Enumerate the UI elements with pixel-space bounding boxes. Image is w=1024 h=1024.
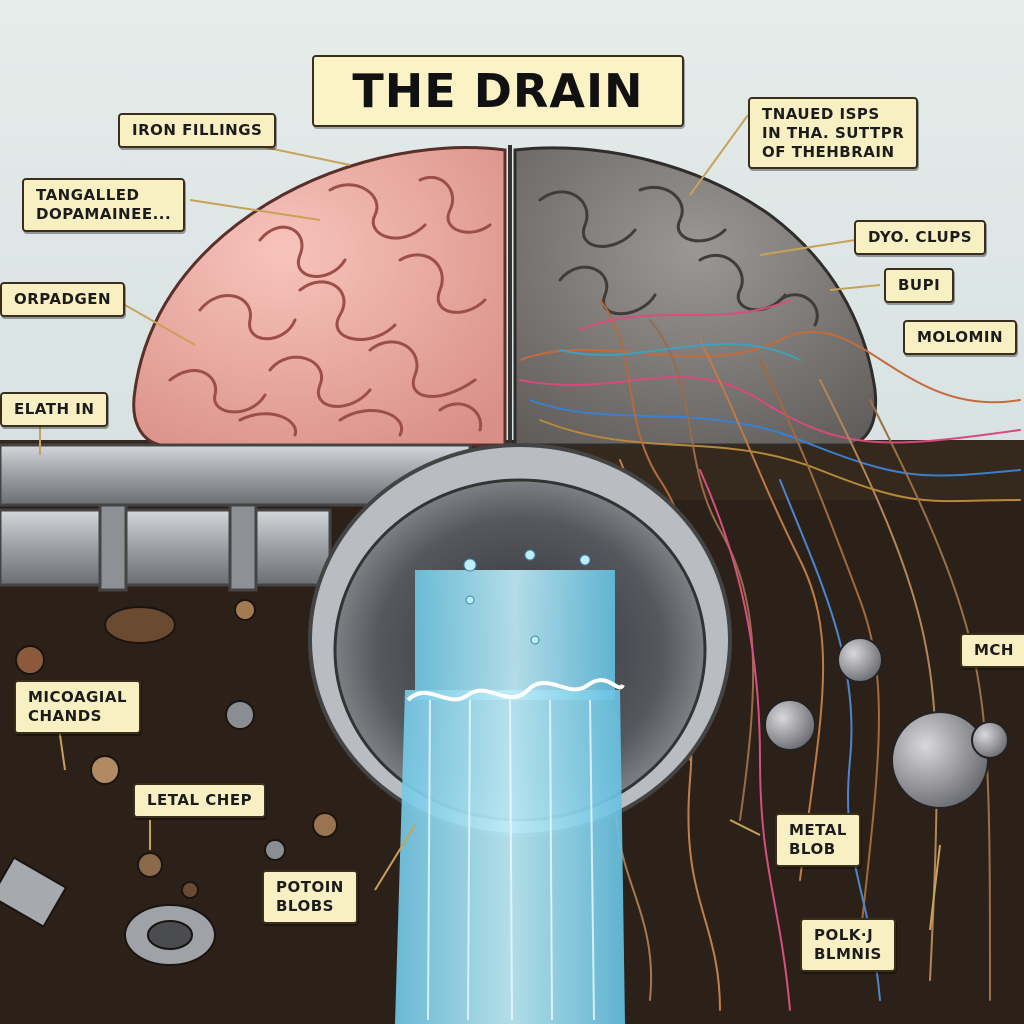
label-elath-in: ELATH IN (0, 392, 109, 427)
label-iron-fillings: IRON FILLINGS (118, 113, 277, 148)
label-molomin: MOLOMIN (903, 320, 1018, 355)
label-tangalled: TANGALLED DOPAMAINEE... (22, 178, 186, 232)
label-bupi: BUPI (884, 268, 955, 303)
label-tnaued: TNAUED ISPS IN THA. SUTTPR OF THEHBRAIN (748, 97, 919, 170)
metal-blobs (764, 637, 1009, 809)
label-letal-chep: LETAL CHEP (133, 783, 267, 818)
label-metal-blob: METAL BLOB (775, 813, 861, 867)
water-drops (463, 549, 591, 645)
clogged-brain-half (513, 146, 878, 447)
label-orpadgen: ORPADGEN (0, 282, 126, 317)
soil-debris (0, 599, 338, 966)
label-polkj: POLK·J BLMNIS (800, 918, 896, 972)
healthy-brain-half (132, 146, 507, 447)
label-dyo-clups: DYO. CLUPS (854, 220, 987, 255)
page-title: THE DRAIN (312, 55, 684, 127)
water-stream (415, 570, 615, 700)
healthy-brain-folds (168, 175, 492, 437)
label-potoin: POTOIN BLOBS (262, 870, 358, 924)
label-mch: MCH (960, 633, 1024, 668)
label-micogial: MICOAGIAL CHANDS (14, 680, 142, 734)
